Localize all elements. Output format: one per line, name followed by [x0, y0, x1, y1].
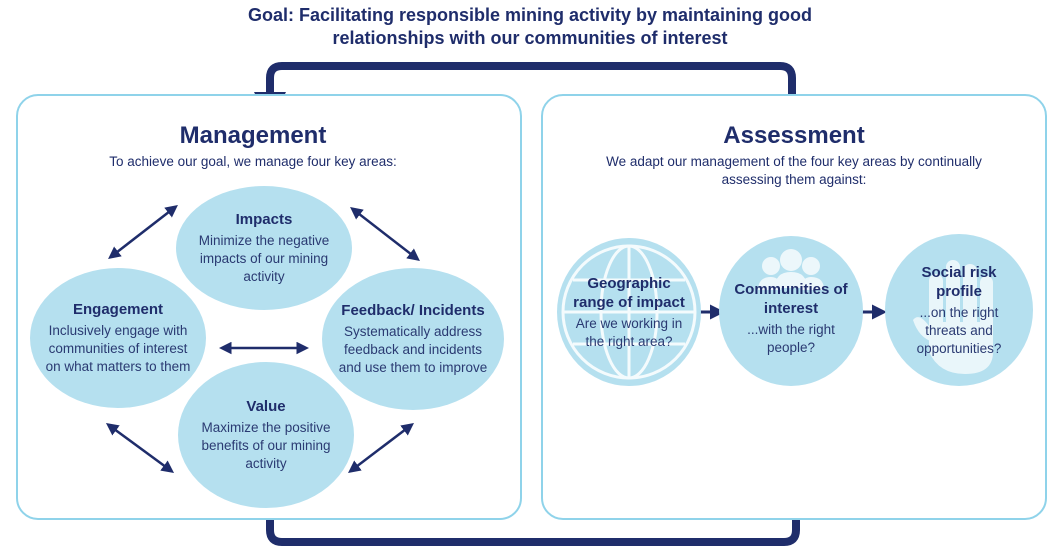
area-title: Impacts	[235, 211, 293, 228]
management-panel: Management To achieve our goal, we manag…	[16, 94, 522, 520]
criterion-text: ...with the right people?	[747, 321, 835, 355]
area-value: Value Maximize the positive benefits of …	[178, 362, 354, 508]
area-title: Engagement	[72, 301, 163, 318]
criterion-geographic-range: Geographic range of impact Are we workin…	[557, 238, 701, 386]
area-text: Minimize the negative impacts of our min…	[198, 233, 330, 284]
bottom-loop-arrow	[266, 484, 812, 546]
criterion-text: ...on the right threats and opportunitie…	[916, 304, 1002, 356]
criterion-title: Communities of interest	[734, 280, 848, 317]
area-feedback-incidents: Feedback/ Incidents Systematically addre…	[322, 268, 504, 410]
area-title: Feedback/ Incidents	[341, 302, 485, 319]
area-text: Systematically address feedback and inci…	[338, 324, 488, 375]
goal-statement: Goal: Facilitating responsible mining ac…	[247, 5, 813, 48]
arrow-feedback-value	[348, 422, 414, 474]
area-text: Maximize the positive benefits of our mi…	[201, 420, 331, 471]
management-subtitle: To achieve our goal, we manage four key …	[109, 154, 397, 169]
arrow-engagement-value	[105, 423, 175, 473]
area-engagement: Engagement Inclusively engage with commu…	[30, 268, 206, 408]
globe-icon	[561, 244, 697, 380]
area-impacts: Impacts Minimize the negative impacts of…	[176, 186, 352, 310]
criterion-title: Geographic range of impact	[573, 274, 685, 311]
people-icon	[758, 249, 824, 290]
hand-icon	[913, 260, 993, 374]
criterion-title: Social risk profile	[921, 263, 997, 300]
management-arrows	[105, 204, 420, 474]
management-title: Management	[179, 122, 327, 149]
top-loop-arrow	[254, 62, 796, 124]
area-title: Value	[246, 398, 286, 415]
assessment-title: Assessment	[723, 122, 865, 149]
criterion-text: Are we working in the right area?	[575, 315, 683, 349]
assessment-panel: Assessment We adapt our management of th…	[541, 94, 1047, 520]
area-text: Inclusively engage with communities of i…	[45, 323, 191, 374]
criterion-communities-of-interest: Communities of interest ...with the righ…	[719, 236, 863, 386]
criterion-social-risk-profile: Social risk profile ...on the right thre…	[885, 234, 1033, 386]
arrow-impacts-feedback	[350, 206, 420, 262]
assessment-subtitle: We adapt our management of the four key …	[606, 154, 982, 187]
arrow-impacts-engagement	[108, 204, 178, 260]
